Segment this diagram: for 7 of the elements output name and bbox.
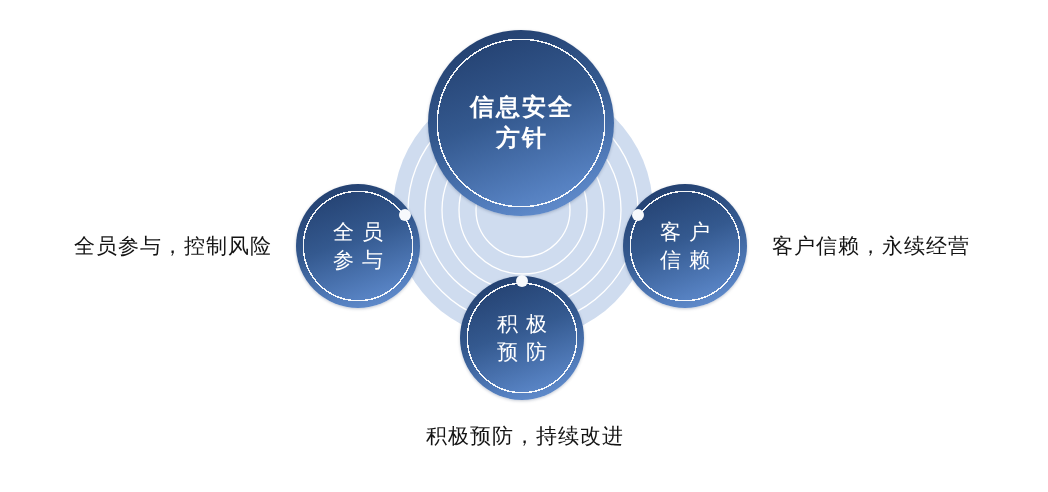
caption-text: 客户信赖，永续经营 [772,233,970,259]
node-label: 信息安全方针 [468,92,575,154]
caption-text: 全员参与，控制风险 [74,233,272,259]
node-label: 客户信赖 [659,219,719,274]
caption-text: 积极预防，持续改进 [426,423,624,449]
node-label: 全员参与 [332,219,392,274]
node-label: 积极预防 [496,311,556,366]
